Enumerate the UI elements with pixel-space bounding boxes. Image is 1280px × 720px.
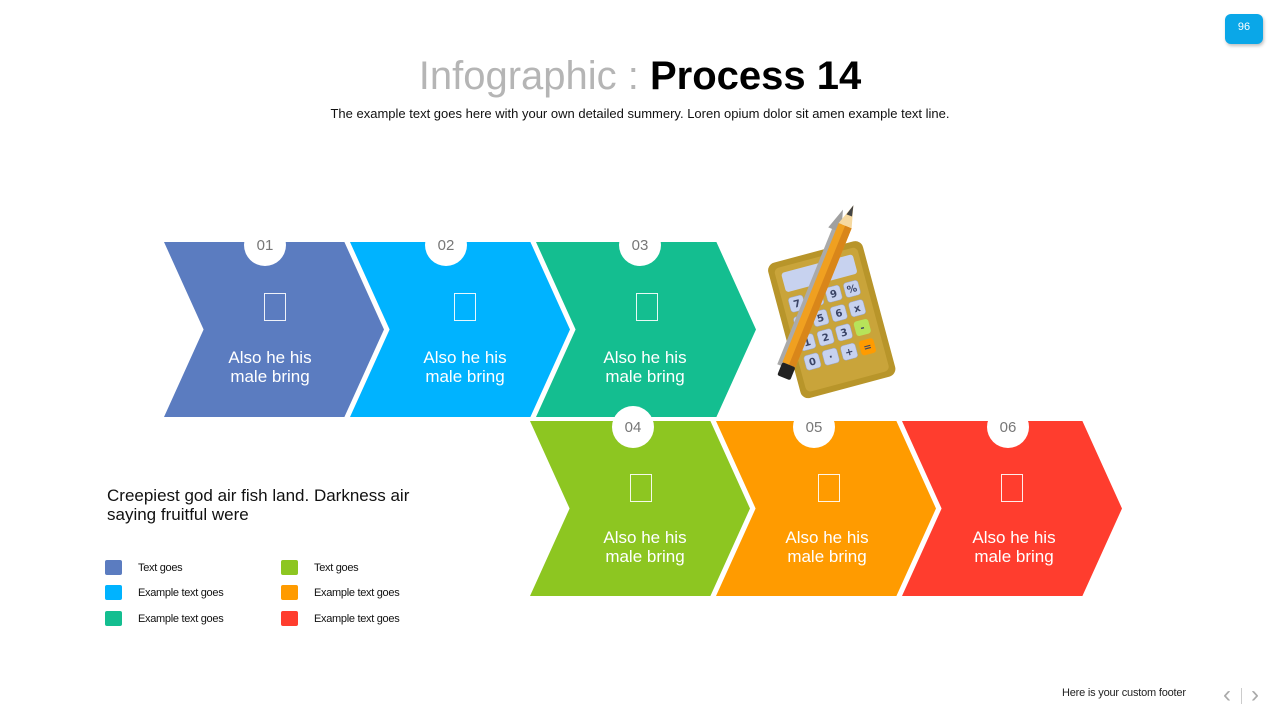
step-4-number: 04 [612,406,654,448]
svg-text:·: · [828,352,835,364]
legend-swatch-6 [281,611,298,626]
legend-item-5: Example text goes [281,585,400,600]
step-6-text: Also he his male bring [924,528,1104,566]
step-2-line1: Also he his [423,348,507,367]
legend-item-4: Text goes [281,560,359,575]
step-2-number: 02 [425,224,467,266]
page-title: Infographic : Process 14 [0,50,1280,102]
step-6-number: 06 [987,406,1029,448]
legend-swatch-2 [105,585,122,600]
title-light: Infographic : [418,54,650,98]
process-step-4 [530,421,750,596]
step-1-line1: Also he his [228,348,312,367]
svg-text:9: 9 [829,289,839,301]
legend-swatch-3 [105,611,122,626]
legend-item-2: Example text goes [105,585,224,600]
legend-swatch-1 [105,560,122,575]
title-bold: Process 14 [649,54,862,98]
step-6-icon [1001,474,1023,502]
legend-label-4: Text goes [314,561,359,574]
step-4-line2: male bring [605,547,685,566]
svg-text:7: 7 [792,298,802,310]
svg-text:-: - [859,323,866,335]
step-6-line1: Also he his [972,528,1056,547]
step-3-text: Also he his male bring [555,348,735,386]
step-1-icon [264,293,286,321]
step-4-text: Also he his male bring [555,528,735,566]
step-5-icon [818,474,840,502]
step-3-line1: Also he his [603,348,687,367]
legend-item-1: Text goes [105,560,183,575]
legend-label-6: Example text goes [314,612,400,625]
step-5-number: 05 [793,406,835,448]
step-2-icon [454,293,476,321]
svg-text:2: 2 [821,332,831,344]
svg-text:5: 5 [816,313,826,325]
svg-text:1: 1 [803,337,813,349]
step-3-line2: male bring [605,367,685,386]
page-number-badge: 96 [1225,14,1263,44]
chevron-right-icon[interactable]: › [1251,681,1259,708]
svg-text:3: 3 [839,327,849,339]
step-4-line1: Also he his [603,528,687,547]
svg-text:=: = [862,341,873,354]
step-3-icon [636,293,658,321]
step-6-line2: male bring [974,547,1054,566]
step-3-number: 03 [619,224,661,266]
legend-swatch-4 [281,560,298,575]
step-1-line2: male bring [230,367,310,386]
calculator-pencil-icon: 789% 456x 123- 0·+= [768,205,896,399]
step-2-line2: male bring [425,367,505,386]
step-1-text: Also he his male bring [180,348,360,386]
legend-swatch-5 [281,585,298,600]
legend-label-3: Example text goes [138,612,224,625]
step-5-text: Also he his male bring [737,528,917,566]
legend-label-5: Example text goes [314,586,400,599]
description-text: Creepiest god air fish land. Darkness ai… [107,486,410,524]
svg-text:+: + [844,346,855,359]
legend-item-6: Example text goes [281,611,400,626]
step-4-icon [630,474,652,502]
svg-text:x: x [853,303,863,315]
footer-text: Here is your custom footer [1062,687,1186,699]
step-1-number: 01 [244,224,286,266]
legend-label-2: Example text goes [138,586,224,599]
legend-item-3: Example text goes [105,611,224,626]
step-2-text: Also he his male bring [375,348,555,386]
svg-text:%: % [846,283,859,296]
process-step-1 [164,242,384,417]
svg-text:6: 6 [834,308,844,320]
chevron-left-icon[interactable]: ‹ [1223,681,1231,708]
page-subtitle: The example text goes here with your own… [330,106,950,121]
step-5-line1: Also he his [785,528,869,547]
legend-label-1: Text goes [138,561,183,574]
nav-divider [1241,688,1242,704]
step-5-line2: male bring [787,547,867,566]
svg-text:0: 0 [808,356,818,368]
